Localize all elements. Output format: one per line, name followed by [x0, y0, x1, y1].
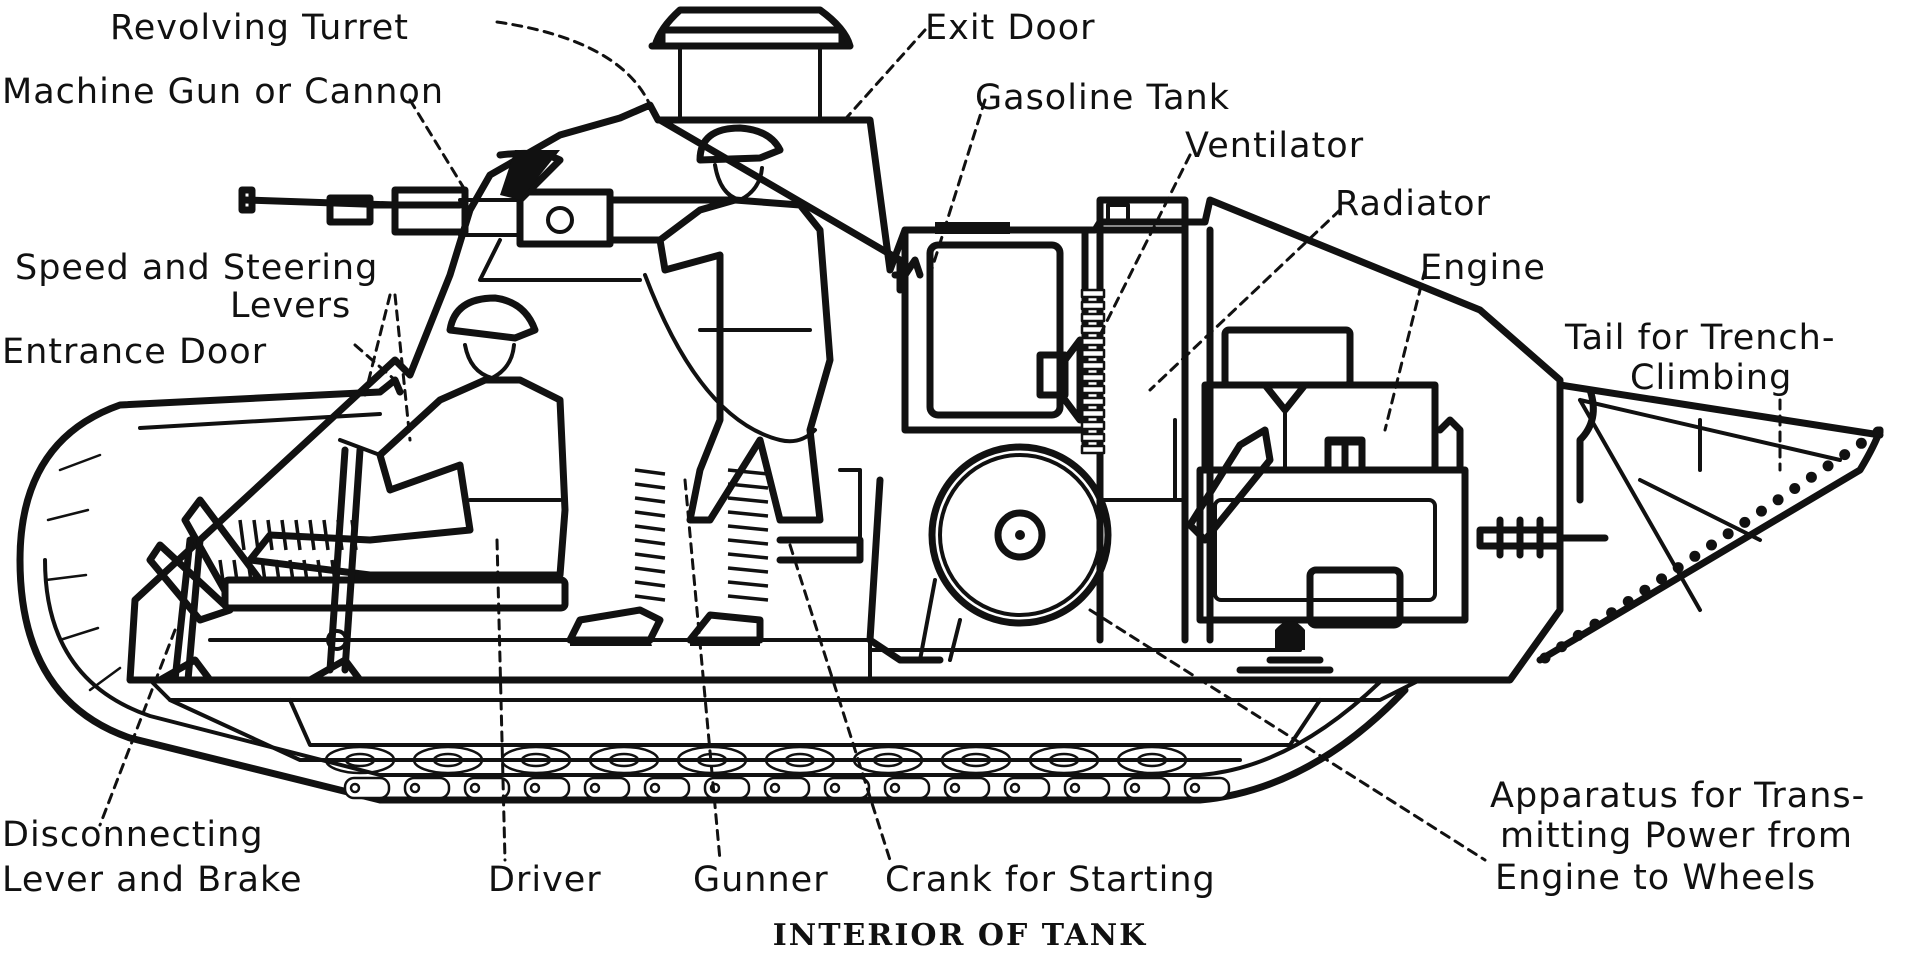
- trench-climbing-tail: [1536, 381, 1884, 664]
- label-crank-for-starting: Crank for Starting: [885, 860, 1216, 900]
- engine-block: [1098, 326, 1609, 674]
- label-disconnecting-line1: Disconnecting: [2, 815, 264, 855]
- tank-hull: [126, 101, 1564, 762]
- label-tail-line2: Climbing: [1630, 358, 1793, 398]
- revolving-turret: [648, 6, 924, 294]
- label-apparatus-line2: mitting Power from: [1500, 816, 1853, 856]
- label-apparatus-line1: Apparatus for Trans-: [1490, 776, 1866, 816]
- label-machine-gun: Machine Gun or Cannon: [2, 72, 445, 112]
- label-entrance-door: Entrance Door: [2, 332, 268, 372]
- gunner-figure: [566, 124, 834, 646]
- label-gunner: Gunner: [693, 860, 829, 900]
- label-speed-steering-line2: Levers: [230, 286, 352, 326]
- label-disconnecting-line2: Lever and Brake: [2, 860, 303, 900]
- radiator-and-fan: [1036, 196, 1214, 644]
- label-exit-door: Exit Door: [925, 8, 1096, 48]
- label-gasoline-tank: Gasoline Tank: [975, 78, 1230, 118]
- label-tail-line1: Tail for Trench-: [1565, 318, 1836, 358]
- label-radiator: Radiator: [1335, 184, 1491, 224]
- gasoline-tank: [901, 218, 1104, 644]
- label-apparatus-line3: Engine to Wheels: [1495, 858, 1817, 898]
- flywheel: [776, 443, 1112, 664]
- steering-levers: [156, 446, 364, 684]
- leader-lines: [98, 20, 1782, 862]
- caterpillar-track: [16, 376, 1409, 804]
- label-driver: Driver: [488, 860, 602, 900]
- label-speed-steering-line1: Speed and Steering: [15, 248, 379, 288]
- figure-caption: INTERIOR OF TANK: [772, 918, 1148, 953]
- label-engine: Engine: [1420, 248, 1546, 288]
- label-revolving-turret: Revolving Turret: [110, 8, 409, 48]
- label-ventilator: Ventilator: [1185, 126, 1365, 166]
